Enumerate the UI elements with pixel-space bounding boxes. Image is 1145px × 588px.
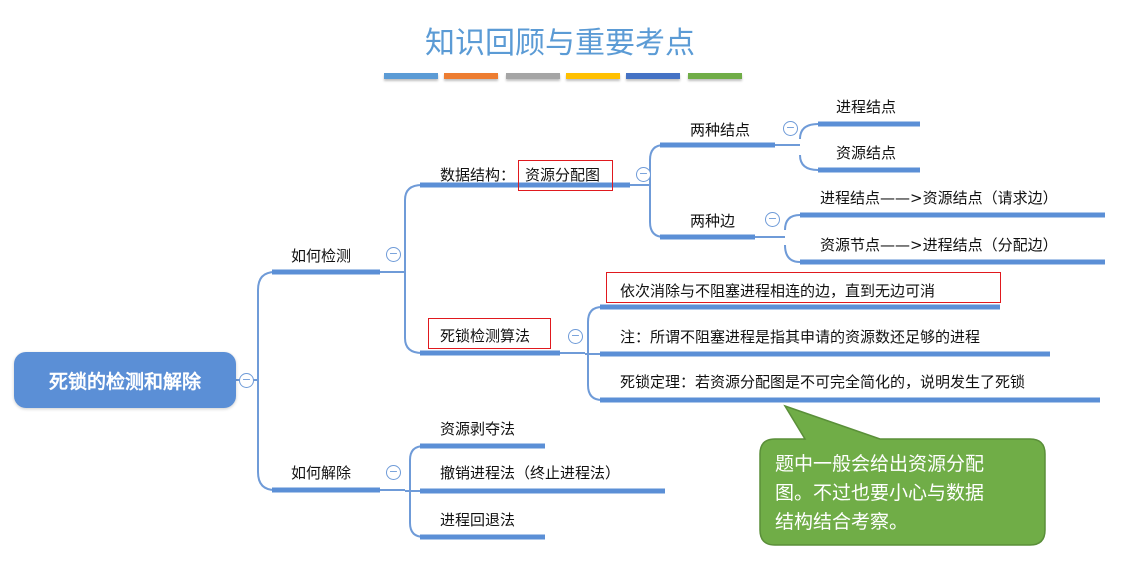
node-process-node[interactable]: 进程结点 bbox=[836, 98, 897, 116]
node-assign-edge[interactable]: 资源节点——>进程结点（分配边） bbox=[820, 236, 1058, 254]
node-process-rollback[interactable]: 进程回退法 bbox=[440, 511, 516, 529]
root-node[interactable]: 死锁的检测和解除 bbox=[14, 352, 236, 408]
collapse-icon[interactable]: − bbox=[783, 121, 798, 136]
node-request-edge[interactable]: 进程结点——>资源结点（请求边） bbox=[820, 189, 1058, 207]
collapse-icon[interactable]: − bbox=[239, 373, 254, 388]
title-bar-6 bbox=[688, 73, 742, 79]
node-algo-note[interactable]: 注：所谓不阻塞进程是指其申请的资源数还足够的进程 bbox=[620, 328, 981, 346]
node-deadlock-theorem[interactable]: 死锁定理：若资源分配图是不可完全简化的，说明发生了死锁 bbox=[620, 373, 1026, 391]
page-title: 知识回顾与重要考点 bbox=[425, 26, 695, 61]
node-data-structure-prefix[interactable]: 数据结构： bbox=[440, 166, 516, 184]
title-bar-3 bbox=[506, 73, 560, 79]
collapse-icon[interactable]: − bbox=[386, 465, 401, 480]
node-algo-step[interactable]: 依次消除与不阻塞进程相连的边，直到无边可消 bbox=[620, 282, 936, 300]
collapse-icon[interactable]: − bbox=[765, 212, 780, 227]
highlight-box bbox=[606, 272, 1001, 303]
node-two-nodes[interactable]: 两种结点 bbox=[690, 121, 751, 139]
callout-line: 图。不过也要小心与数据 bbox=[775, 482, 985, 504]
node-resource-node[interactable]: 资源结点 bbox=[836, 144, 897, 162]
collapse-icon[interactable]: − bbox=[636, 167, 651, 182]
callout-text: 题中一般会给出资源分配 图。不过也要小心与数据 结构结合考察。 bbox=[775, 450, 1037, 537]
node-process-termination[interactable]: 撤销进程法（终止进程法） bbox=[440, 464, 621, 482]
title-bar-1 bbox=[384, 73, 438, 79]
callout-line: 题中一般会给出资源分配 bbox=[775, 453, 985, 475]
title-bar-5 bbox=[626, 73, 680, 79]
highlight-box bbox=[518, 160, 613, 191]
collapse-icon[interactable]: − bbox=[386, 247, 401, 262]
node-algorithm[interactable]: 死锁检测算法 bbox=[440, 327, 531, 345]
node-resolve[interactable]: 如何解除 bbox=[291, 464, 352, 482]
node-detect[interactable]: 如何检测 bbox=[291, 247, 352, 265]
highlight-box bbox=[428, 318, 551, 349]
callout-line: 结构结合考察。 bbox=[775, 511, 909, 533]
node-resource-preemption[interactable]: 资源剥夺法 bbox=[440, 420, 516, 438]
collapse-icon[interactable]: − bbox=[568, 329, 583, 344]
title-bar-4 bbox=[566, 73, 620, 79]
callout-bubble bbox=[759, 404, 1046, 546]
node-data-structure-highlight[interactable]: 资源分配图 bbox=[525, 166, 601, 184]
title-bar-2 bbox=[444, 73, 498, 79]
node-two-edges[interactable]: 两种边 bbox=[690, 212, 736, 230]
